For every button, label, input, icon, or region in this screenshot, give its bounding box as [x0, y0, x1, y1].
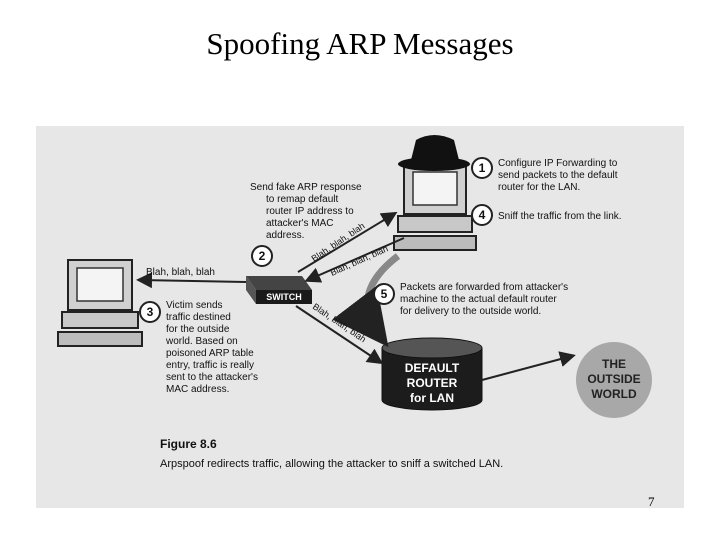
figure-8-6: SWITCH DEFAULT ROUTER for LAN THE OUTSID… — [36, 126, 684, 508]
step-3-line-5: poisoned ARP table — [166, 348, 254, 359]
step-3-line-8: MAC address. — [166, 384, 229, 395]
step-3-line-2: traffic destined — [166, 312, 231, 323]
step-1: 1 Configure IP Forwarding to send packet… — [471, 157, 618, 193]
router-to-world-arrow — [481, 351, 576, 381]
step-1-line-1: Configure IP Forwarding to — [498, 158, 618, 169]
attacker-to-switch-arrow — [304, 237, 405, 283]
figure-caption-text: Arpspoof redirects traffic, allowing the… — [160, 458, 503, 470]
traffic-label-to-router: Blah, blah, blah — [311, 301, 368, 344]
step-3-line-4: world. Based on — [165, 336, 238, 347]
arp-spoofing-diagram: SWITCH DEFAULT ROUTER for LAN THE OUTSID… — [57, 135, 652, 470]
slide-title: Spoofing ARP Messages — [206, 26, 514, 61]
traffic-label-to-victim: Blah, blah, blah — [146, 267, 215, 278]
step-5-line-2: machine to the actual default router — [400, 294, 557, 305]
step-3-line-7: sent to the attacker's — [166, 372, 258, 383]
switch-to-victim-arrow — [136, 272, 247, 289]
page-number: 7 — [648, 494, 655, 509]
step-3-line-6: entry, traffic is really — [166, 360, 254, 371]
router-label-line-1: DEFAULT — [405, 361, 460, 375]
attacker-computer-icon — [393, 163, 477, 251]
step-2: 2 Send fake ARP response to remap defaul… — [250, 182, 362, 267]
step-3-line-1: Victim sends — [166, 300, 223, 311]
step-3-line-3: for the outside — [166, 324, 230, 335]
victim-computer-icon — [57, 259, 143, 347]
step-2-number: 2 — [259, 249, 266, 263]
step-4-number: 4 — [479, 208, 486, 222]
step-3: 3 Victim sends traffic destined for the … — [139, 300, 258, 395]
step-5-number: 5 — [381, 287, 388, 301]
switch-icon: SWITCH — [246, 276, 312, 304]
world-label-line-1: THE — [602, 357, 626, 371]
forwarding-curve-arrow — [332, 253, 401, 348]
step-2-line-2: to remap default — [266, 194, 338, 205]
step-5-line-3: for delivery to the outside world. — [400, 306, 541, 317]
step-2-line-3: router IP address to — [266, 206, 354, 217]
step-2-line-1: Send fake ARP response — [250, 182, 362, 193]
step-1-line-2: send packets to the default — [498, 170, 618, 181]
world-label-line-2: OUTSIDE — [587, 372, 640, 386]
step-1-line-3: router for the LAN. — [498, 182, 580, 193]
default-router-icon: DEFAULT ROUTER for LAN — [381, 337, 483, 411]
step-3-number: 3 — [147, 305, 154, 319]
step-4-line-1: Sniff the traffic from the link. — [498, 211, 622, 222]
world-label-line-3: WORLD — [591, 387, 637, 401]
switch-label: SWITCH — [266, 292, 302, 302]
step-5-line-1: Packets are forwarded from attacker's — [400, 282, 568, 293]
router-label-line-2: ROUTER — [407, 376, 458, 390]
outside-world-icon: THE OUTSIDE WORLD — [576, 342, 652, 418]
step-2-line-4: attacker's MAC — [266, 218, 333, 229]
router-label-line-3: for LAN — [410, 391, 454, 405]
step-4: 4 Sniff the traffic from the link. — [471, 204, 622, 226]
step-1-number: 1 — [479, 161, 486, 175]
step-2-line-5: address. — [266, 230, 304, 241]
black-hat-icon — [398, 135, 470, 171]
step-5: 5 Packets are forwarded from attacker's … — [373, 282, 568, 317]
figure-caption-title: Figure 8.6 — [160, 437, 217, 451]
switch-to-attacker-arrow — [297, 211, 398, 273]
